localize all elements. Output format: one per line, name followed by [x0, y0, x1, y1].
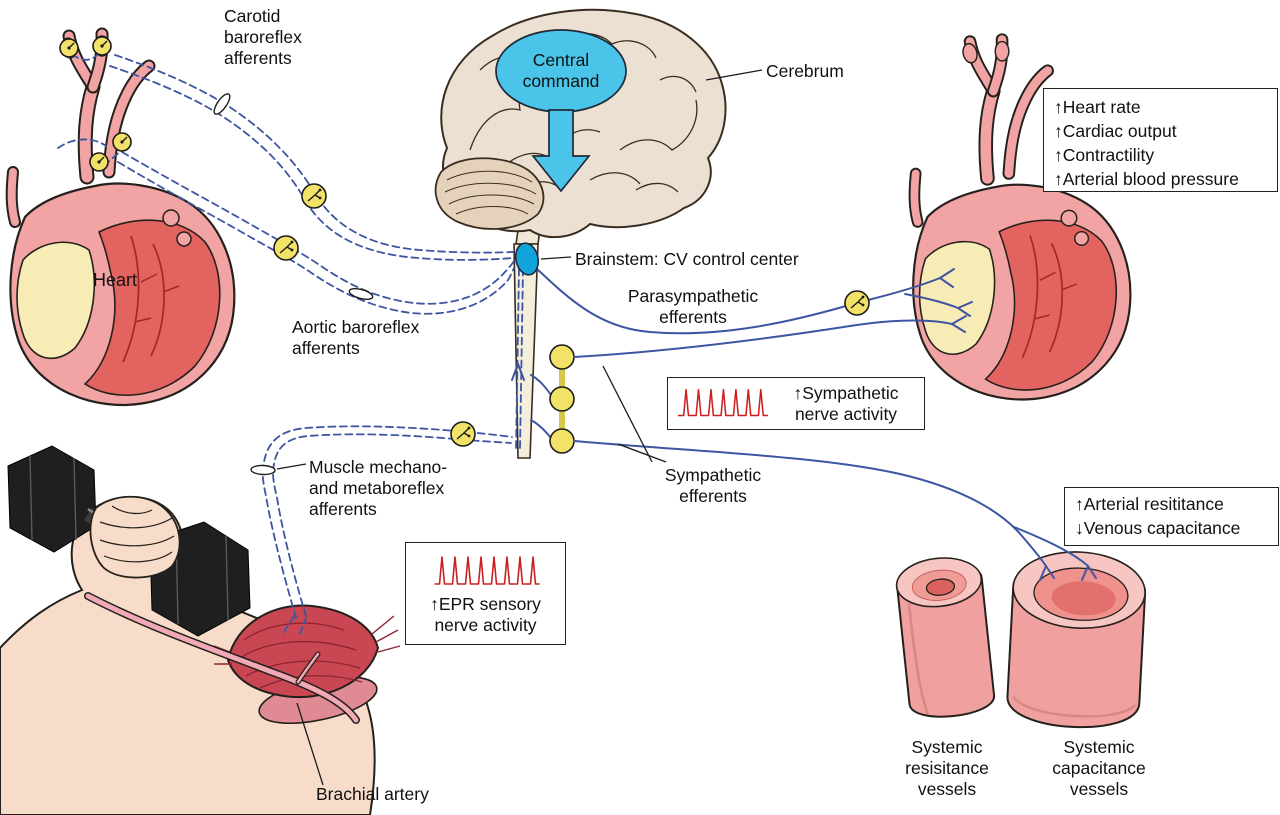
nerve-activity-trace — [677, 388, 768, 416]
label-systemic-resistance-vessels: Systemic resisitance vessels — [893, 737, 1001, 800]
label-line: Aortic baroreflex — [292, 317, 420, 337]
arm-illustration — [0, 445, 401, 815]
sympathetic-pointer-line — [602, 365, 653, 463]
brain-illustration — [434, 8, 727, 459]
box-line: ↑Sympathetic — [793, 382, 899, 403]
label-muscle-afferents: Muscle mechano- and metaboreflex afferen… — [309, 457, 447, 520]
sympathetic-chain — [530, 344, 575, 454]
label-line: afferents — [292, 338, 360, 358]
cerebellum — [434, 157, 545, 230]
bundle-marker — [213, 93, 231, 115]
sympathetic-cardiac-fiber — [573, 315, 967, 358]
label-cerebrum: Cerebrum — [766, 61, 844, 82]
parasympathetic-fiber — [535, 267, 973, 335]
label-line: Systemic — [911, 737, 983, 757]
box-line: nerve activity — [794, 403, 898, 424]
resistance-vessel-illustration — [895, 557, 996, 718]
label-line: efferents — [659, 307, 727, 327]
label-line: efferents — [679, 486, 747, 506]
label-line: Systemic — [1063, 737, 1135, 757]
label-brachial-artery: Brachial artery — [316, 784, 429, 805]
nerve-activity-trace — [434, 555, 539, 585]
box-line: ↑Contractility — [1054, 145, 1155, 165]
cerebrum-pointer-line — [705, 69, 763, 81]
label-line: Brachial artery — [316, 784, 429, 804]
label-carotid-afferents: Carotid baroreflex afferents — [224, 6, 302, 69]
biceps-muscle — [213, 604, 401, 699]
brainstem-nucleus — [514, 242, 540, 276]
ascending-arrow-icon — [511, 361, 525, 381]
box-line: ↑Arterial blood pressure — [1054, 169, 1239, 189]
label-line: Carotid — [224, 6, 281, 26]
brachial-pointer-line — [296, 702, 324, 786]
aortic-afferent-pathway — [57, 138, 515, 315]
box-line: ↑Cardiac output — [1054, 121, 1177, 141]
nerve-ending-fork — [951, 315, 967, 333]
box-line: nerve activity — [434, 614, 537, 635]
label-line: afferents — [309, 499, 377, 519]
cardiac-effects-box: ↑Heart rate ↑Cardiac output ↑Contractili… — [1043, 88, 1278, 192]
pointer-lines — [276, 69, 763, 786]
spinal-afferent-pathway — [511, 267, 525, 449]
label-heart: Heart — [93, 270, 137, 291]
label-line: and metaboreflex — [309, 478, 445, 498]
label-line: afferents — [224, 48, 292, 68]
label-aortic-afferents: Aortic baroreflex afferents — [292, 317, 419, 359]
label-brainstem: Brainstem: CV control center — [575, 249, 799, 270]
label-line: vessels — [1069, 779, 1129, 799]
bundle-marker — [250, 464, 276, 476]
label-line: vessels — [917, 779, 977, 799]
box-text: ↑Sympathetic nerve activity — [776, 383, 916, 425]
nerve-ending-fork — [1039, 565, 1097, 581]
command-arrow-icon — [531, 109, 591, 193]
capacitance-vessel-illustration — [1006, 551, 1147, 729]
label-line: Muscle mechano- — [309, 457, 448, 477]
box-line: ↓Venous capacitance — [1075, 518, 1241, 538]
label-line: baroreflex — [224, 27, 302, 47]
baroreceptor-nodes — [59, 36, 132, 172]
box-line: ↑Heart rate — [1054, 97, 1141, 117]
box-text: ↑EPR sensory nerve activity — [410, 594, 561, 636]
synapse-nodes — [273, 183, 870, 447]
label-line: resisitance — [905, 758, 989, 778]
vascular-effects-box: ↑Arterial resititance ↓Venous capacitanc… — [1064, 487, 1279, 546]
ganglion-node — [549, 344, 575, 370]
ganglion-node — [549, 386, 575, 412]
sympathetic-pointer-line — [617, 443, 667, 463]
label-parasympathetic-efferents: Parasympathetic efferents — [612, 286, 774, 328]
label-central-command: Central command — [496, 50, 626, 92]
brainstem-pointer-line — [540, 256, 572, 260]
label-line: Heart — [93, 270, 138, 290]
label-line: command — [522, 71, 600, 91]
label-line: Central — [532, 50, 590, 70]
brachial-artery-vessel — [84, 592, 360, 724]
label-line: Sympathetic — [664, 465, 762, 485]
label-line: Parasympathetic — [627, 286, 759, 306]
hand — [89, 495, 181, 579]
ganglion-node — [549, 428, 575, 454]
label-sympathetic-efferents: Sympathetic efferents — [648, 465, 778, 507]
epr-activity-box: ↑EPR sensory nerve activity — [405, 542, 566, 645]
label-line: Cerebrum — [766, 61, 844, 81]
box-line: ↑Arterial resititance — [1075, 494, 1224, 514]
label-line: Brainstem: CV control center — [575, 249, 799, 269]
label-systemic-capacitance-vessels: Systemic capacitance vessels — [1043, 737, 1155, 800]
label-line: capacitance — [1052, 758, 1146, 778]
sympathetic-vascular-fiber — [573, 440, 1097, 581]
nerve-ending-fork — [939, 268, 973, 317]
box-line: ↑EPR sensory — [430, 593, 541, 614]
sympathetic-activity-box: ↑Sympathetic nerve activity — [667, 377, 925, 430]
muscle-afferent-pointer-line — [276, 463, 307, 470]
bundle-marker — [348, 287, 374, 301]
